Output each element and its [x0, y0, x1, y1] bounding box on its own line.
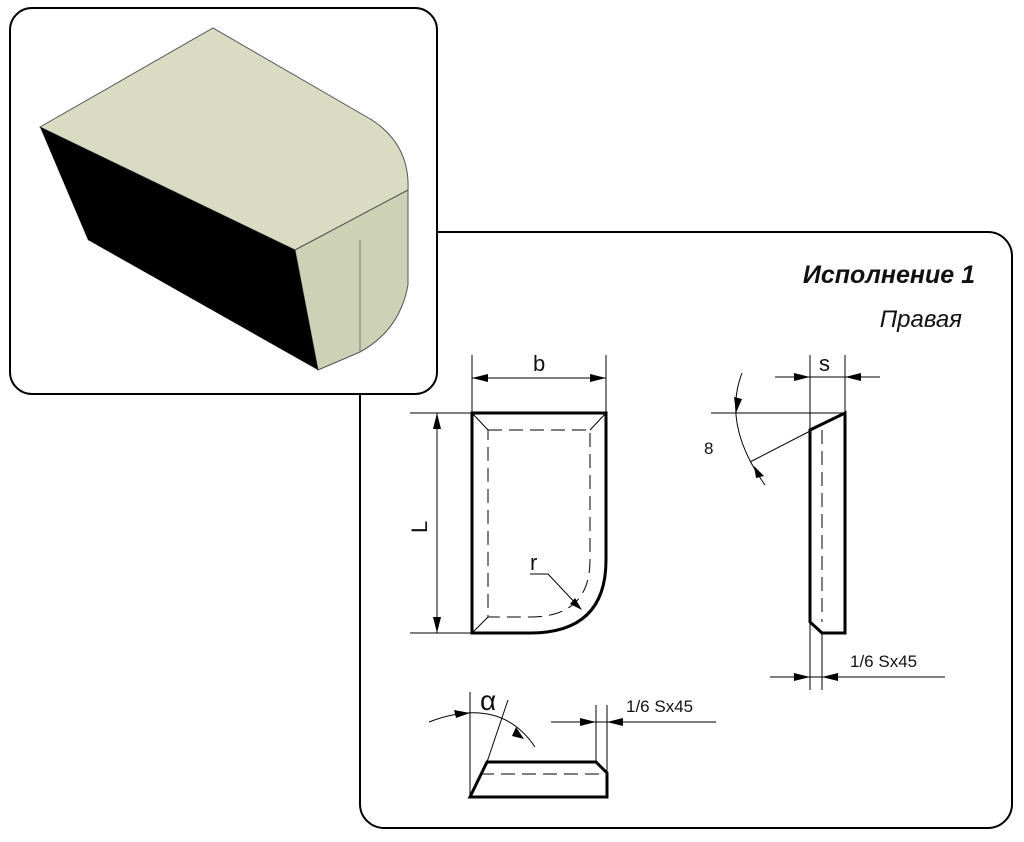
dim-b: b: [533, 351, 545, 376]
dim-s: s: [819, 351, 830, 376]
dim-L: L: [407, 521, 432, 533]
dim-angle-8: 8: [704, 439, 713, 458]
dim-chamfer-bottom: 1/6 Sx45: [626, 697, 693, 716]
subtitle: Правая: [880, 306, 962, 333]
bottom-view: α 1/6 Sx45: [428, 685, 716, 799]
3d-insert-model: [38, 27, 409, 371]
front-face: [40, 127, 318, 370]
dim-r: r: [530, 550, 537, 575]
drawing-panel: [359, 231, 1013, 829]
side-view: s 8 1/6 Sx45: [704, 351, 945, 690]
front-view: b L r: [407, 351, 608, 635]
dim-chamfer-side: 1/6 Sx45: [850, 652, 917, 671]
title: Исполнение 1: [803, 261, 975, 289]
dim-alpha: α: [480, 685, 496, 716]
